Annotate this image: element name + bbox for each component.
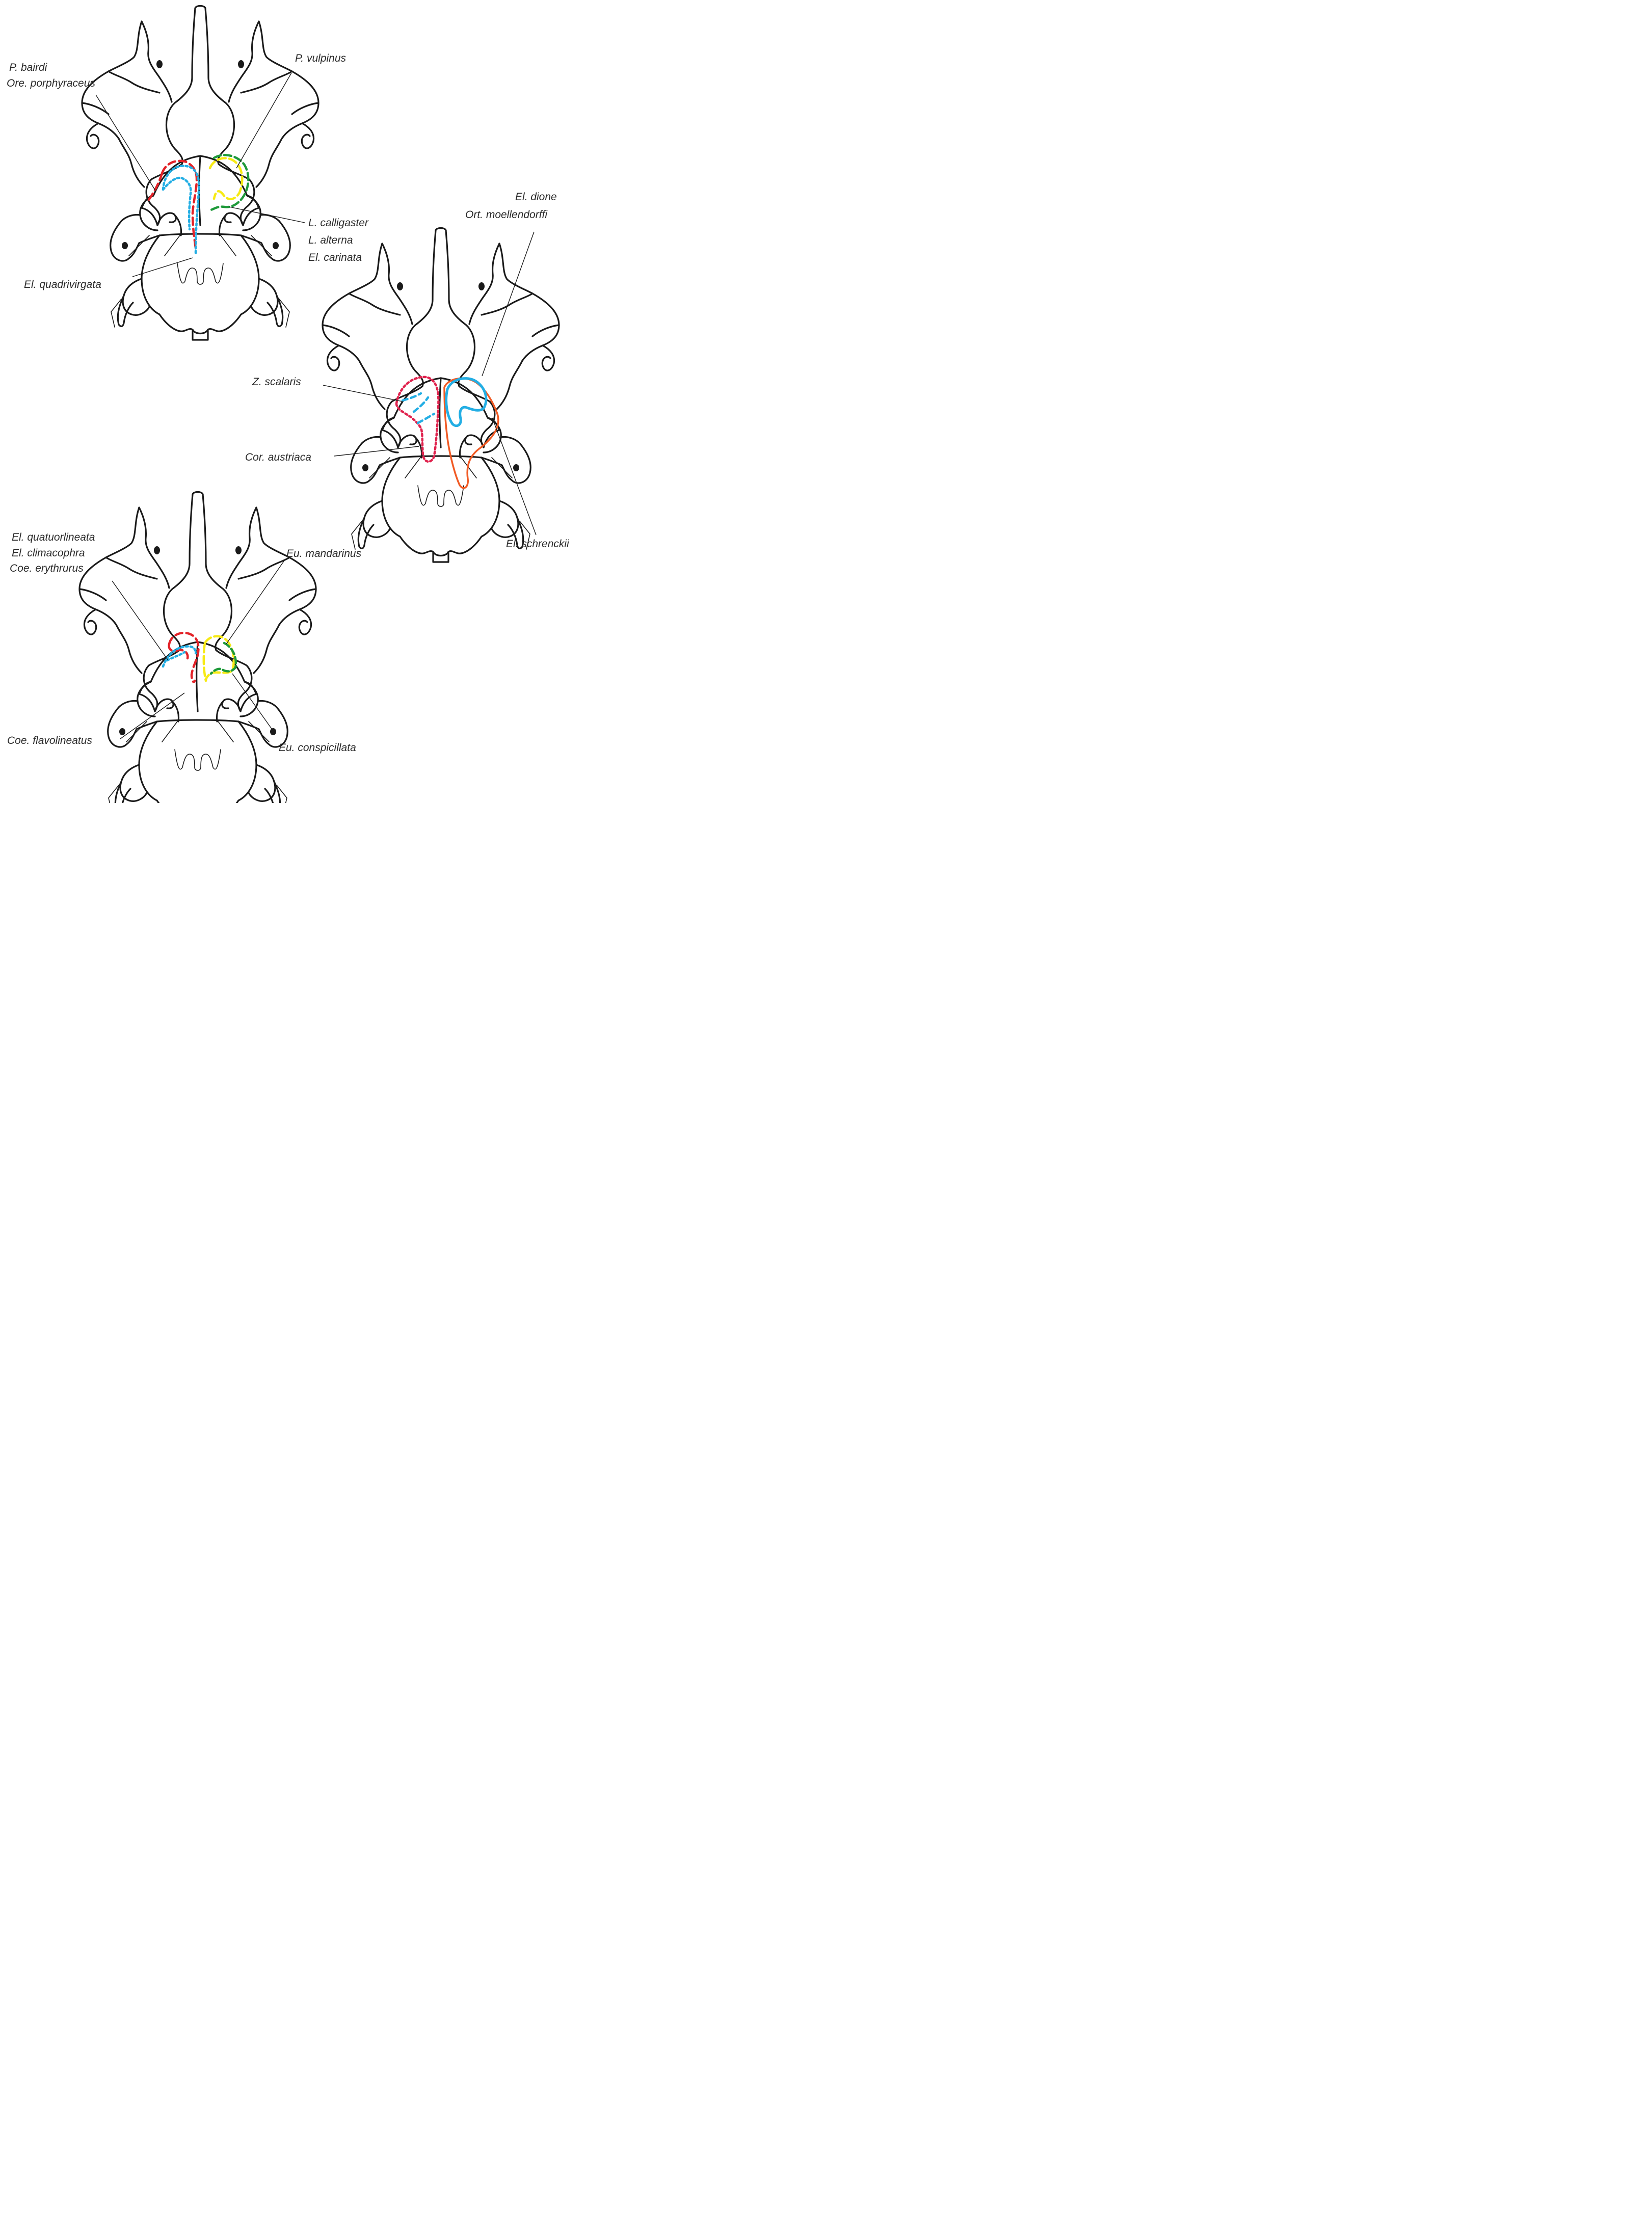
leaders-top-left [95,72,305,277]
outline-red-dashed [146,159,198,250]
label-z-scalaris: Z. scalaris [252,376,301,388]
outline-red-dashed-3 [168,631,200,683]
label-eu-mandarinus: Eu. mandarinus [286,548,362,559]
label-el-dione: El. dione [515,191,557,203]
skull-panel-bottom-left [78,491,317,803]
leaders-bottom-left [112,560,285,739]
overlay-middle-right [395,376,499,489]
label-cor-austriaca: Cor. austriaca [245,451,311,463]
skull-panel-top-left [81,5,319,341]
label-eu-conspicillata: Eu. conspicillata [279,742,356,754]
outline-crimson-dotted [395,376,440,463]
outline-blue-solid [445,377,488,427]
outline-green-dashed [209,154,250,211]
label-coe-erythrurus: Coe. erythrurus [10,563,84,574]
leaders-middle-right [323,231,537,536]
label-l-alterna: L. alterna [308,234,353,246]
outline-blue-dashed-2 [401,392,436,424]
outline-yellow-dashed-3 [202,635,235,682]
label-el-schrenckii: El. schrenckii [506,538,570,550]
outline-yellow-dashed [208,157,244,200]
figure: P. bairdi Ore. porphyraceus P. vulpinus … [7,5,570,803]
label-el-quadrivirgata: El. quadrivirgata [24,279,101,290]
labels-top-left: P. bairdi Ore. porphyraceus P. vulpinus … [7,52,369,290]
label-coe-flavolineatus: Coe. flavolineatus [7,735,92,746]
outline-green-dashed-3 [209,642,237,675]
label-ore-porphyraceus: Ore. porphyraceus [7,77,95,89]
outline-blue-dotted [162,165,200,256]
label-el-climacophra: El. climacophra [12,547,85,559]
overlay-top-left [146,154,250,256]
skull-panel-middle-right [322,227,560,563]
labels-bottom-left: El. quatuorlineata El. climacophra Coe. … [7,531,362,754]
label-p-vulpinus: P. vulpinus [295,52,347,64]
label-el-carinata: El. carinata [308,252,362,263]
overlay-bottom-left [162,631,237,683]
labels-middle-right: El. dione Ort. moellendorffi Z. scalaris… [245,191,570,550]
label-el-quatuorlineata: El. quatuorlineata [12,531,95,543]
label-p-bairdi: P. bairdi [9,62,48,73]
label-ort-moellendorffi: Ort. moellendorffi [465,209,548,221]
label-l-calligaster: L. calligaster [308,217,369,229]
